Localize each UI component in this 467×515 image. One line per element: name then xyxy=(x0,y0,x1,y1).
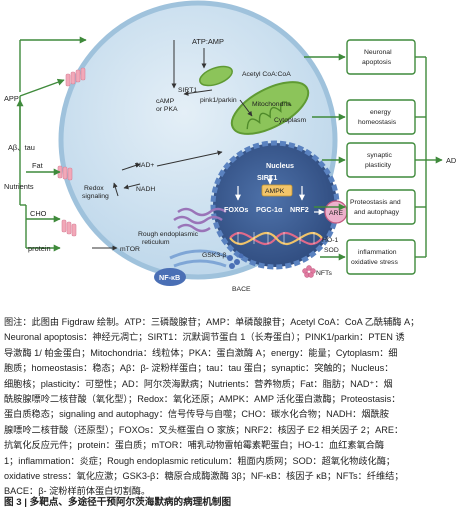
label-ho1: HO-1 xyxy=(322,237,338,244)
caption-line: 腺嘌呤二核苷酸（还原型）；FOXOs：叉头框蛋白 O 家族；NRF2：核因子 E… xyxy=(4,424,404,435)
nucleus-arrows xyxy=(235,176,325,215)
label-app: APP xyxy=(4,94,19,103)
label-nad-plus: NAD+ xyxy=(136,162,154,169)
label-redox: Redox xyxy=(84,185,104,192)
label-mitochondria: Mitochondria xyxy=(252,101,291,108)
label-rough-er-1: Rough endoplasmic xyxy=(138,231,199,238)
nfkb-shape xyxy=(154,268,186,286)
label-nfts: NFTs xyxy=(316,270,332,277)
caption-line: 抗氧化反应元件；protein：蛋白质；mTOR：哺乳动物雷帕霉素靶蛋白；HO-… xyxy=(4,440,385,451)
caption-line: BACE：β- 淀粉样前体蛋白切割酶。 xyxy=(4,486,151,497)
label-outcome-inflammation-1: inflammation xyxy=(358,249,397,256)
label-protein: protein xyxy=(28,244,51,253)
label-sirt1-nucleus: SIRT1 xyxy=(257,173,277,182)
label-camp: cAMP xyxy=(156,98,175,105)
nfts-shape xyxy=(302,265,316,278)
label-outcome-apoptosis-2: apoptosis xyxy=(362,59,392,66)
ampk-box xyxy=(261,184,293,197)
caption-line: 蛋白质稳态；signaling and autophagy：信号传导与自噬；CH… xyxy=(4,409,389,420)
caption-line: 1；inflammation：炎症；Rough endoplasmic reti… xyxy=(4,455,396,466)
label-outcome-energy-2: homeostasis xyxy=(358,119,397,126)
outcome-box-synaptic xyxy=(346,142,416,178)
label-nadh: NADH xyxy=(136,186,155,193)
label-rough-er-2: reticulum xyxy=(142,239,170,246)
label-outcome-synaptic-1: synaptic xyxy=(367,152,393,159)
caption-line: 酰胺腺嘌呤二核苷酸（氧化型）；Redox：氧化还原；AMPK：AMP 活化蛋白激… xyxy=(4,394,401,405)
ad-bracket xyxy=(415,56,443,258)
figure-title: 图 3 | 多靶点、多途径干预阿尔茨海默病的病理机制图 xyxy=(4,497,232,508)
golgi-organelle xyxy=(169,249,231,268)
label-fat: Fat xyxy=(32,161,43,170)
rough-er-organelle xyxy=(173,207,227,233)
label-outcome-proteostasis-1: Proteostasis and xyxy=(350,199,401,206)
outcome-box-apoptosis xyxy=(346,39,416,75)
label-outcome-apoptosis-1: Neuronal xyxy=(364,49,392,56)
label-sirt1-top: SIRT1 xyxy=(178,87,197,94)
gsk3b-molecules xyxy=(227,253,244,269)
label-outcome-synaptic-2: plasticity xyxy=(365,162,392,169)
label-are: ARE xyxy=(329,210,343,217)
figure-caption: 图注：此图由 Figdraw 绘制。ATP：三磷酸腺苷；AMP：单磷酸腺苷；Ac… xyxy=(4,315,463,500)
label-cytoplasm: Cytoplasm xyxy=(274,117,306,124)
caption-line: 胞质；homeostasis：稳态；Aβ：β- 淀粉样蛋白；tau：tau 蛋白… xyxy=(4,363,394,374)
label-sod: SOD xyxy=(324,247,339,254)
label-cho: CHO xyxy=(30,209,47,218)
label-gsk3b: GSK3-β xyxy=(202,252,226,259)
label-nucleus: Nucleus xyxy=(266,161,294,170)
caption-line: oxidative stress：氧化应激；GSK3-β：糖原合成酶激酶 3β；… xyxy=(4,471,404,482)
caption-line: 细胞核；plasticity：可塑性；AD：阿尔茨海默病；Nutrients：营… xyxy=(4,378,393,389)
label-outcome-inflammation-2: oxidative stress xyxy=(351,259,398,266)
membrane-channels xyxy=(57,67,86,237)
label-atp-amp: ATP:AMP xyxy=(192,37,224,46)
outcome-box-inflammation xyxy=(346,239,416,275)
label-abeta-tau: Aβ、tau xyxy=(8,143,35,152)
outcome-box-energy xyxy=(346,99,416,135)
label-or-pka: or PKA xyxy=(156,106,178,113)
label-nfkb: NF-κB xyxy=(159,273,180,282)
label-pink1-parkin: pink1/parkin xyxy=(200,97,237,104)
label-outcome-energy-1: energy xyxy=(370,109,391,116)
label-foxos: FOXOs xyxy=(224,205,248,214)
label-ad: AD xyxy=(446,156,456,165)
label-bace: BACE xyxy=(232,286,251,293)
label-ampk: AMPK xyxy=(265,188,285,195)
mitochondria-small xyxy=(199,65,233,87)
diagram-canvas: APP Aβ、tau Nutrients Fat CHO protein ATP… xyxy=(4,0,456,293)
label-outcome-proteostasis-2: and autophagy xyxy=(354,209,400,216)
caption-line: 图注：此图由 Figdraw 绘制。ATP：三磷酸腺苷；AMP：单磷酸腺苷；Ac… xyxy=(4,317,420,327)
label-acetyl-coa: Acetyl CoA:CoA xyxy=(242,71,291,78)
dna-helix xyxy=(229,231,323,246)
outcome-box-proteostasis xyxy=(346,189,416,225)
caption-line: Neuronal apoptosis：神经元凋亡；SIRT1：沉默调节蛋白 1（… xyxy=(4,332,405,343)
label-mtor: mTOR xyxy=(120,246,140,253)
caption-line: 导激酶 1/ 帕金蛋白；Mitochondria：线粒体；PKA：蛋白激酶 A；… xyxy=(4,347,398,358)
mitochondria-organelle xyxy=(230,81,310,135)
label-pgc1a: PGC-1α xyxy=(256,205,283,214)
label-signaling: signaling xyxy=(82,193,109,200)
mechanism-diagram: APP Aβ、tau Nutrients Fat CHO protein ATP… xyxy=(2,0,465,310)
inner-arrows xyxy=(92,40,253,251)
left-arrows xyxy=(16,36,87,252)
label-nutrients: Nutrients xyxy=(4,182,34,191)
outcome-arrows xyxy=(304,53,346,261)
label-nrf2: NRF2 xyxy=(290,205,309,214)
